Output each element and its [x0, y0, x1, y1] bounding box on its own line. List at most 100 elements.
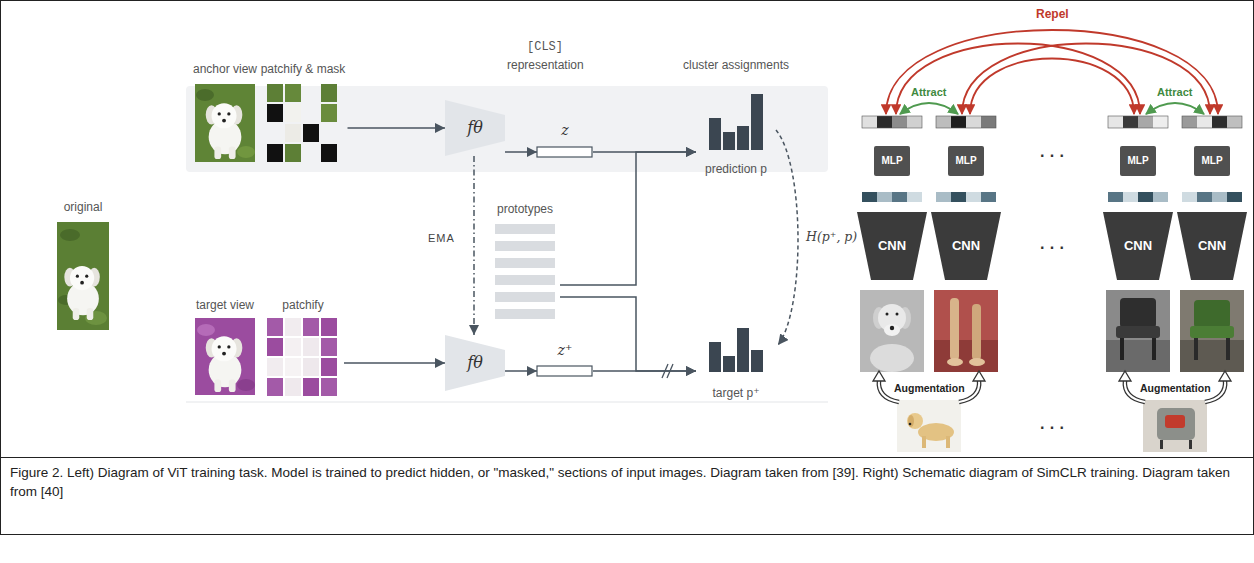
target-patches — [321, 358, 337, 376]
view-photos — [947, 358, 963, 366]
node-text: CNN — [952, 238, 980, 254]
node-text: z⁺ — [558, 342, 573, 359]
target-patches — [267, 338, 283, 356]
target-photo — [197, 324, 215, 336]
view-photos — [972, 304, 981, 360]
connector — [560, 297, 696, 371]
figure-frame — [1, 1, 1254, 535]
source-photos — [922, 436, 926, 448]
representation-vectors — [1108, 192, 1123, 202]
masked-patches — [267, 144, 283, 162]
connector — [505, 370, 537, 372]
representation-vectors — [907, 192, 922, 202]
source-photos — [897, 400, 961, 452]
representation-vectors — [1153, 192, 1168, 202]
prototype-bars — [495, 309, 555, 319]
edge-label: EMA — [426, 232, 457, 245]
masked-patches — [321, 144, 337, 162]
ellipsis: · · · — [1040, 238, 1065, 257]
view-photos — [890, 326, 894, 330]
histogram-bars — [709, 118, 721, 150]
masked-patches — [267, 84, 283, 102]
histogram-bars — [737, 328, 749, 372]
connector — [560, 152, 696, 285]
target-photo — [195, 318, 255, 395]
anchor-photo — [195, 84, 255, 162]
view-photos — [1180, 340, 1244, 372]
original-photo — [60, 229, 80, 241]
cnn-shape — [1103, 212, 1173, 280]
masked-patches — [267, 84, 337, 162]
node-text: patchify & mask — [261, 62, 346, 76]
encoder-trapezoid: fθ — [445, 100, 505, 156]
image-panel: patchify & mask — [259, 62, 348, 166]
ellipsis: · · · — [1040, 418, 1065, 437]
ellipsis: · · · — [1040, 146, 1065, 165]
node-text: patchify — [282, 298, 323, 312]
masked-patches — [285, 144, 301, 162]
augmentation-arrows — [873, 371, 885, 381]
cnn-trapezoid: CNN — [1177, 212, 1247, 280]
encoder-shape — [445, 100, 505, 156]
projection-vectors — [1227, 116, 1242, 128]
repel-arcs — [886, 30, 1218, 114]
target-patches — [267, 378, 283, 396]
projection-vectors — [877, 116, 892, 128]
projection-vectors — [862, 116, 877, 128]
repel-arcs — [970, 59, 1134, 115]
masked-patches — [285, 124, 301, 142]
attract-label: Attract — [909, 86, 948, 99]
view-photos — [969, 358, 985, 366]
node-text: prototypes — [497, 202, 553, 216]
node-text: anchor view — [193, 62, 257, 76]
augmentation-label: Augmentation — [1140, 382, 1211, 395]
masked-patches — [321, 84, 337, 102]
projection-vectors — [862, 116, 922, 128]
masked-patches — [285, 84, 301, 102]
projection-vectors — [981, 116, 996, 128]
view-photos — [884, 324, 900, 336]
target-patches — [321, 338, 337, 356]
node-text: MLP — [955, 155, 976, 167]
augmentation-arrows — [1219, 371, 1231, 381]
view-photos — [860, 290, 924, 372]
projection-vectors — [1108, 116, 1168, 128]
projection-vectors — [1197, 116, 1212, 128]
node-text: CNN — [878, 238, 906, 254]
projection-vectors — [1182, 116, 1242, 128]
histogram-bars — [723, 356, 735, 372]
target-photo — [206, 336, 243, 392]
original-photo — [64, 266, 99, 320]
node-text: target view — [196, 298, 254, 312]
cnn-shape — [857, 212, 927, 280]
view-photos — [1226, 338, 1230, 360]
original-photo — [57, 222, 109, 330]
node-text: MLP — [1201, 155, 1222, 167]
column-header: representation — [507, 58, 584, 72]
node-text: original — [64, 200, 103, 214]
connector — [344, 362, 445, 364]
encoder-shape — [445, 335, 505, 391]
figure-frame — [0, 457, 1254, 458]
connector — [776, 130, 798, 345]
cnn-trapezoid: CNN — [857, 212, 927, 280]
target-patches — [285, 358, 301, 376]
histogram-bars — [723, 132, 735, 150]
projection-vectors — [907, 116, 922, 128]
node-text: fθ — [467, 118, 483, 137]
connector — [505, 151, 537, 153]
projection-vectors — [1182, 116, 1197, 128]
representation-vectors — [981, 192, 996, 202]
cnn-trapezoid: CNN — [931, 212, 1001, 280]
source-photos — [907, 413, 923, 429]
source-photos — [897, 400, 1207, 452]
view-photos — [1190, 326, 1234, 338]
prototype-bars — [495, 275, 555, 285]
target-patches — [303, 358, 319, 376]
node-text: MLP — [1127, 155, 1148, 167]
representation-vectors — [951, 192, 966, 202]
node-text: target p⁺ — [712, 386, 759, 400]
projection-vectors — [936, 116, 996, 128]
projection-vectors — [936, 116, 951, 128]
source-photos — [908, 415, 914, 427]
